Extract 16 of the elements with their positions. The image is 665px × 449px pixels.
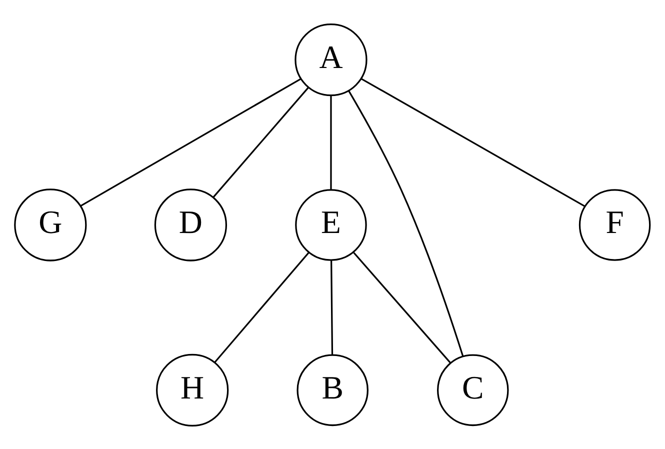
- node-circle: F: [578, 188, 651, 260]
- connector: [214, 252, 310, 363]
- connector: [353, 252, 451, 363]
- node-circle: A: [294, 22, 368, 96]
- connector: [80, 78, 302, 206]
- connector: [348, 90, 464, 356]
- connector: [360, 78, 586, 206]
- node-circle: H: [156, 353, 229, 426]
- node-circle: E: [295, 188, 367, 260]
- connector: [330, 260, 334, 355]
- node-circle: D: [154, 188, 228, 261]
- connector: [212, 86, 310, 198]
- node-circle: C: [437, 354, 509, 426]
- node-circle: G: [14, 188, 87, 261]
- node-circle: B: [296, 354, 368, 426]
- connector: [330, 95, 332, 190]
